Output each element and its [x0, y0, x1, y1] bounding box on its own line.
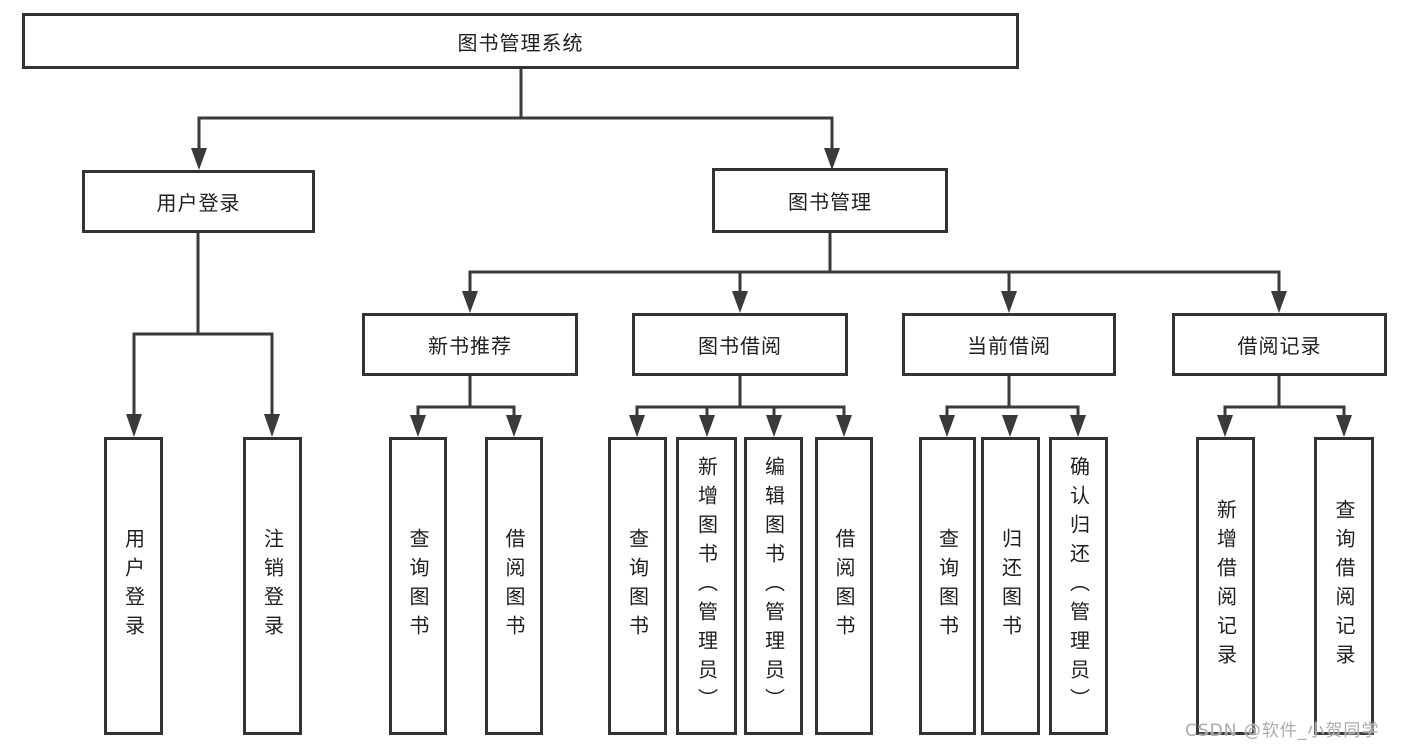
leaf-current-query-books: 查询图书 — [919, 437, 976, 735]
leaf-logout: 注销登录 — [243, 437, 302, 735]
node-label: 注销登录 — [260, 528, 285, 644]
arrowhead — [1070, 415, 1086, 437]
node-label: 查询图书 — [935, 528, 960, 644]
connector-current-borrow-to-leaves — [939, 374, 1086, 437]
node-label: 归还图书 — [998, 528, 1023, 644]
node-label: 编辑图书（管理员） — [761, 455, 786, 717]
connector-user-login-to-leaves — [126, 231, 280, 437]
node-root: 图书管理系统 — [22, 13, 1019, 69]
node-label: 借阅图书 — [502, 528, 526, 644]
leaf-current-confirm-return-admin: 确认归还（管理员） — [1049, 437, 1108, 735]
arrowhead — [1002, 415, 1018, 437]
arrowhead — [1336, 415, 1352, 437]
node-label: 新增借阅记录 — [1213, 499, 1238, 673]
node-current-borrow: 当前借阅 — [902, 313, 1116, 376]
leaf-user-login: 用户登录 — [104, 437, 163, 735]
leaf-current-return-books: 归还图书 — [981, 437, 1040, 735]
node-label: 借阅记录 — [1237, 334, 1322, 358]
node-new-book-recommend: 新书推荐 — [362, 313, 578, 376]
arrowhead — [699, 415, 715, 437]
arrowhead — [126, 414, 142, 437]
arrowhead — [1217, 415, 1233, 437]
arrowhead — [462, 291, 478, 313]
arrowhead — [506, 415, 522, 437]
node-label: 查询图书 — [406, 528, 430, 644]
arrowhead — [939, 415, 955, 437]
node-label: 图书管理 — [788, 190, 872, 214]
leaf-borrow-borrow-books: 借阅图书 — [815, 437, 873, 735]
node-label: 查询借阅记录 — [1332, 499, 1356, 673]
node-book-borrow: 图书借阅 — [632, 313, 848, 376]
leaf-newbook-query-books: 查询图书 — [389, 437, 447, 735]
node-label: 图书借阅 — [698, 334, 782, 358]
arrowhead — [766, 415, 782, 437]
node-user-login: 用户登录 — [82, 170, 315, 233]
node-label: 图书管理系统 — [457, 30, 584, 55]
arrowhead — [1001, 291, 1017, 313]
arrowhead — [836, 415, 852, 437]
node-borrow-records: 借阅记录 — [1172, 313, 1387, 376]
connector-book-mgmt-to-level3 — [462, 231, 1287, 313]
node-label: 用户登录 — [121, 528, 146, 644]
leaf-newbook-borrow-books: 借阅图书 — [485, 437, 543, 735]
arrowhead — [264, 414, 280, 437]
leaf-borrow-query-books: 查询图书 — [608, 437, 667, 735]
connector-new-books-to-leaves — [410, 374, 522, 437]
connector-book-borrow-to-leaves — [629, 374, 852, 437]
leaf-borrow-edit-books-admin: 编辑图书（管理员） — [744, 437, 803, 735]
node-book-management: 图书管理 — [712, 168, 948, 233]
node-label: 借阅图书 — [832, 528, 856, 644]
node-label: 新增图书（管理员） — [694, 455, 719, 717]
connector-root-to-level2 — [191, 67, 840, 170]
node-label: 新书推荐 — [428, 334, 512, 358]
csdn-watermark: CSDN @软件_小贺同学 — [1185, 721, 1380, 741]
arrowhead — [732, 291, 748, 313]
node-label: 确认归还（管理员） — [1066, 455, 1091, 717]
arrowhead — [410, 415, 426, 437]
node-label: 用户登录 — [156, 191, 241, 215]
leaf-records-add-record: 新增借阅记录 — [1196, 437, 1255, 735]
arrowhead — [191, 148, 207, 170]
leaf-records-query-record: 查询借阅记录 — [1314, 437, 1374, 735]
arrowhead — [1271, 291, 1287, 313]
arrowhead — [824, 148, 840, 170]
leaf-borrow-add-books-admin: 新增图书（管理员） — [676, 437, 737, 735]
node-label: 当前借阅 — [967, 334, 1051, 358]
connector-borrow-records-to-leaves — [1217, 374, 1352, 437]
arrowhead — [629, 415, 645, 437]
node-label: 查询图书 — [625, 528, 650, 644]
